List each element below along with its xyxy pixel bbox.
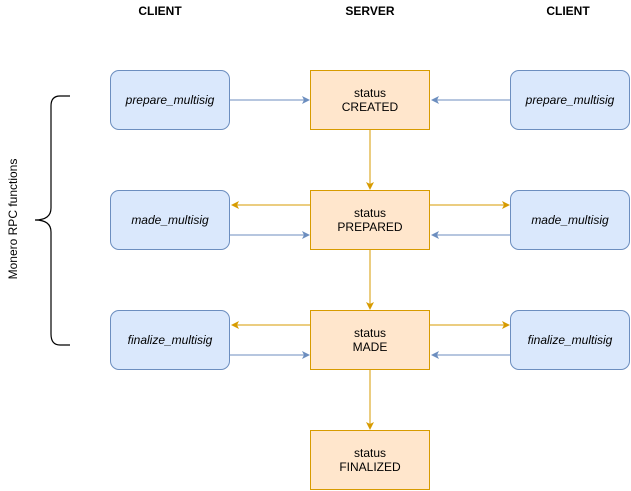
status-made-line1: status (353, 326, 386, 340)
status-finalized-line1: status (353, 446, 386, 460)
right-client-prepare-label: prepare_multisig (525, 93, 615, 107)
curly-brace (34, 95, 70, 346)
server-status-created: status CREATED (310, 70, 430, 130)
status-made-line2: MADE (352, 340, 388, 354)
right-client-finalize-label: finalize_multisig (527, 333, 613, 347)
right-client-prepare: prepare_multisig (510, 70, 630, 130)
right-client-made-label: made_multisig (531, 213, 609, 227)
status-prepared-line1: status (353, 206, 386, 220)
side-label-monero-rpc: Monero RPC functions (6, 158, 20, 280)
header-right-client: CLIENT (546, 4, 590, 18)
left-client-made: made_multisig (110, 190, 230, 250)
left-client-prepare-label: prepare_multisig (125, 93, 215, 107)
header-server: SERVER (345, 4, 395, 18)
status-prepared-line2: PREPARED (337, 220, 403, 234)
right-client-finalize: finalize_multisig (510, 310, 630, 370)
header-left-client: CLIENT (138, 4, 182, 18)
left-client-finalize-label: finalize_multisig (127, 333, 213, 347)
status-created-line2: CREATED (341, 100, 399, 114)
left-client-prepare: prepare_multisig (110, 70, 230, 130)
server-status-made: status MADE (310, 310, 430, 370)
status-created-line1: status (353, 86, 386, 100)
right-client-made: made_multisig (510, 190, 630, 250)
left-client-made-label: made_multisig (131, 213, 209, 227)
left-client-finalize: finalize_multisig (110, 310, 230, 370)
status-finalized-line2: FINALIZED (339, 460, 401, 474)
server-status-finalized: status FINALIZED (310, 430, 430, 490)
server-status-prepared: status PREPARED (310, 190, 430, 250)
